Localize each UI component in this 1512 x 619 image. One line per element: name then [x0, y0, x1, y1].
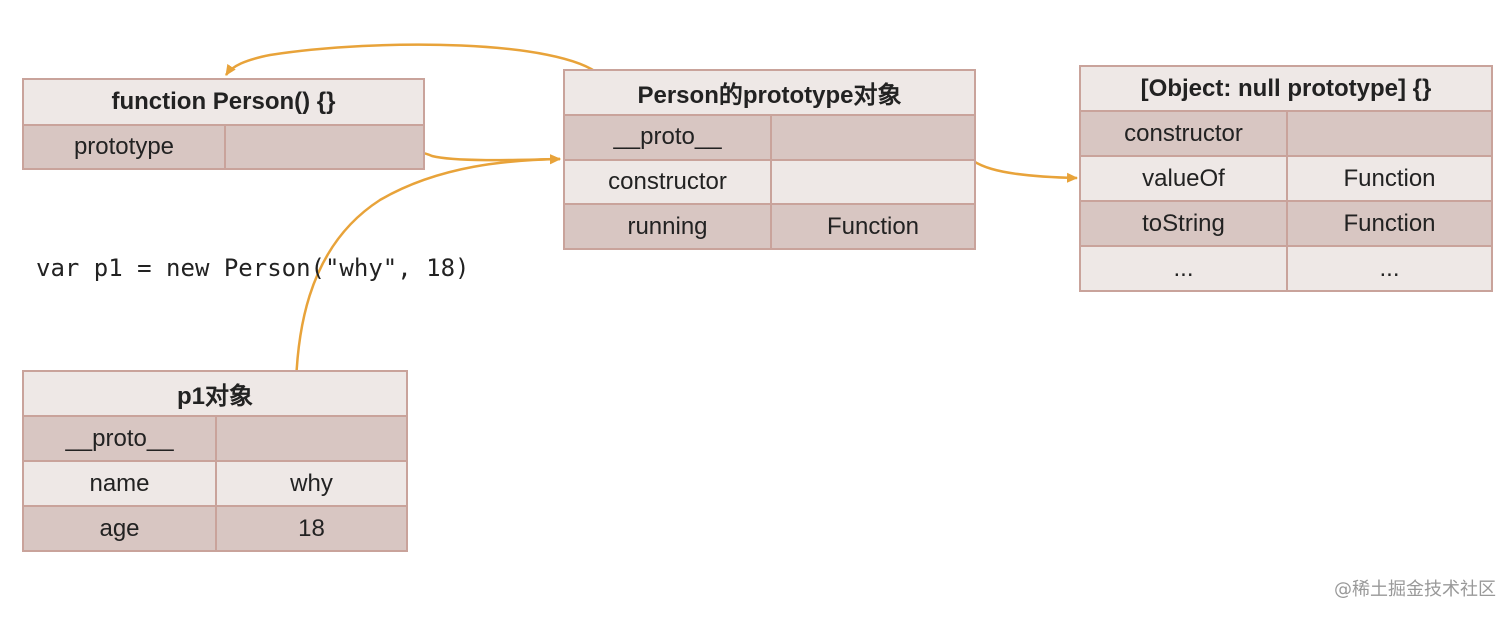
code-snippet: var p1 = new Person("why", 18) [36, 254, 470, 282]
field-key: __proto__ [565, 115, 770, 159]
box-title: function Person() {} [24, 80, 423, 124]
box-title: Person的prototype对象 [565, 71, 974, 114]
field-value: why [217, 462, 406, 505]
field-key: constructor [1081, 112, 1286, 155]
p1-object-box: p1对象 __proto__ name why age 18 [22, 370, 408, 552]
field-value: Function [1288, 202, 1491, 245]
field-key: constructor [565, 160, 770, 204]
field-key: prototype [24, 126, 224, 168]
box-title: p1对象 [24, 372, 406, 415]
field-key: name [24, 462, 215, 505]
field-value [217, 417, 406, 460]
person-function-box: function Person() {} prototype [22, 78, 425, 170]
field-key: toString [1081, 202, 1286, 245]
field-value: Function [1288, 157, 1491, 200]
field-key: __proto__ [24, 417, 215, 460]
field-key: ... [1081, 247, 1286, 290]
field-value: Function [772, 205, 974, 248]
field-value: 18 [217, 507, 406, 550]
prototype-object-box: Person的prototype对象 __proto__ constructor… [563, 69, 976, 250]
field-value [1288, 112, 1491, 155]
field-key: age [24, 507, 215, 550]
null-prototype-object-box: [Object: null prototype] {} constructor … [1079, 65, 1493, 292]
field-value: ... [1288, 247, 1491, 290]
field-value [226, 126, 423, 168]
watermark: @稀土掘金技术社区 [1334, 579, 1496, 600]
field-key: running [565, 205, 770, 248]
field-value [772, 160, 974, 204]
field-key: valueOf [1081, 157, 1286, 200]
box-title: [Object: null prototype] {} [1081, 67, 1491, 110]
field-value [772, 115, 974, 159]
